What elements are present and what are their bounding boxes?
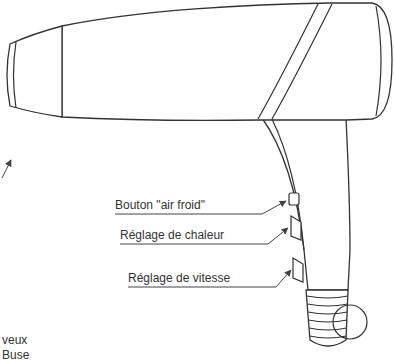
grip-ridge bbox=[308, 312, 347, 314]
part-label: Buse bbox=[2, 348, 29, 362]
nozzle bbox=[7, 26, 62, 117]
handle bbox=[262, 118, 350, 290]
grip-ridge bbox=[310, 336, 347, 338]
grip bbox=[306, 290, 348, 346]
nozzle-rim bbox=[14, 42, 17, 108]
body-band bbox=[258, 4, 318, 119]
handle-seam bbox=[272, 119, 304, 250]
speed-switch bbox=[293, 258, 303, 282]
body bbox=[62, 3, 392, 120]
part-label: veux bbox=[2, 333, 27, 347]
heat-switch bbox=[291, 216, 301, 240]
cold-button bbox=[289, 193, 299, 205]
leader-line bbox=[2, 160, 11, 178]
hanging-loop bbox=[333, 305, 367, 339]
grip-ridge bbox=[308, 304, 348, 306]
part-label: Réglage de vitesse bbox=[128, 271, 230, 285]
leader-line bbox=[128, 270, 291, 287]
rear-seam bbox=[376, 6, 381, 116]
grip-ridge bbox=[309, 328, 347, 330]
part-label: Bouton "air froid" bbox=[115, 198, 205, 212]
leader-line bbox=[120, 228, 288, 244]
body-band bbox=[272, 4, 332, 119]
grip-ridge bbox=[309, 320, 348, 322]
grip-ridge bbox=[307, 296, 348, 298]
part-label: Réglage de chaleur bbox=[120, 228, 224, 242]
